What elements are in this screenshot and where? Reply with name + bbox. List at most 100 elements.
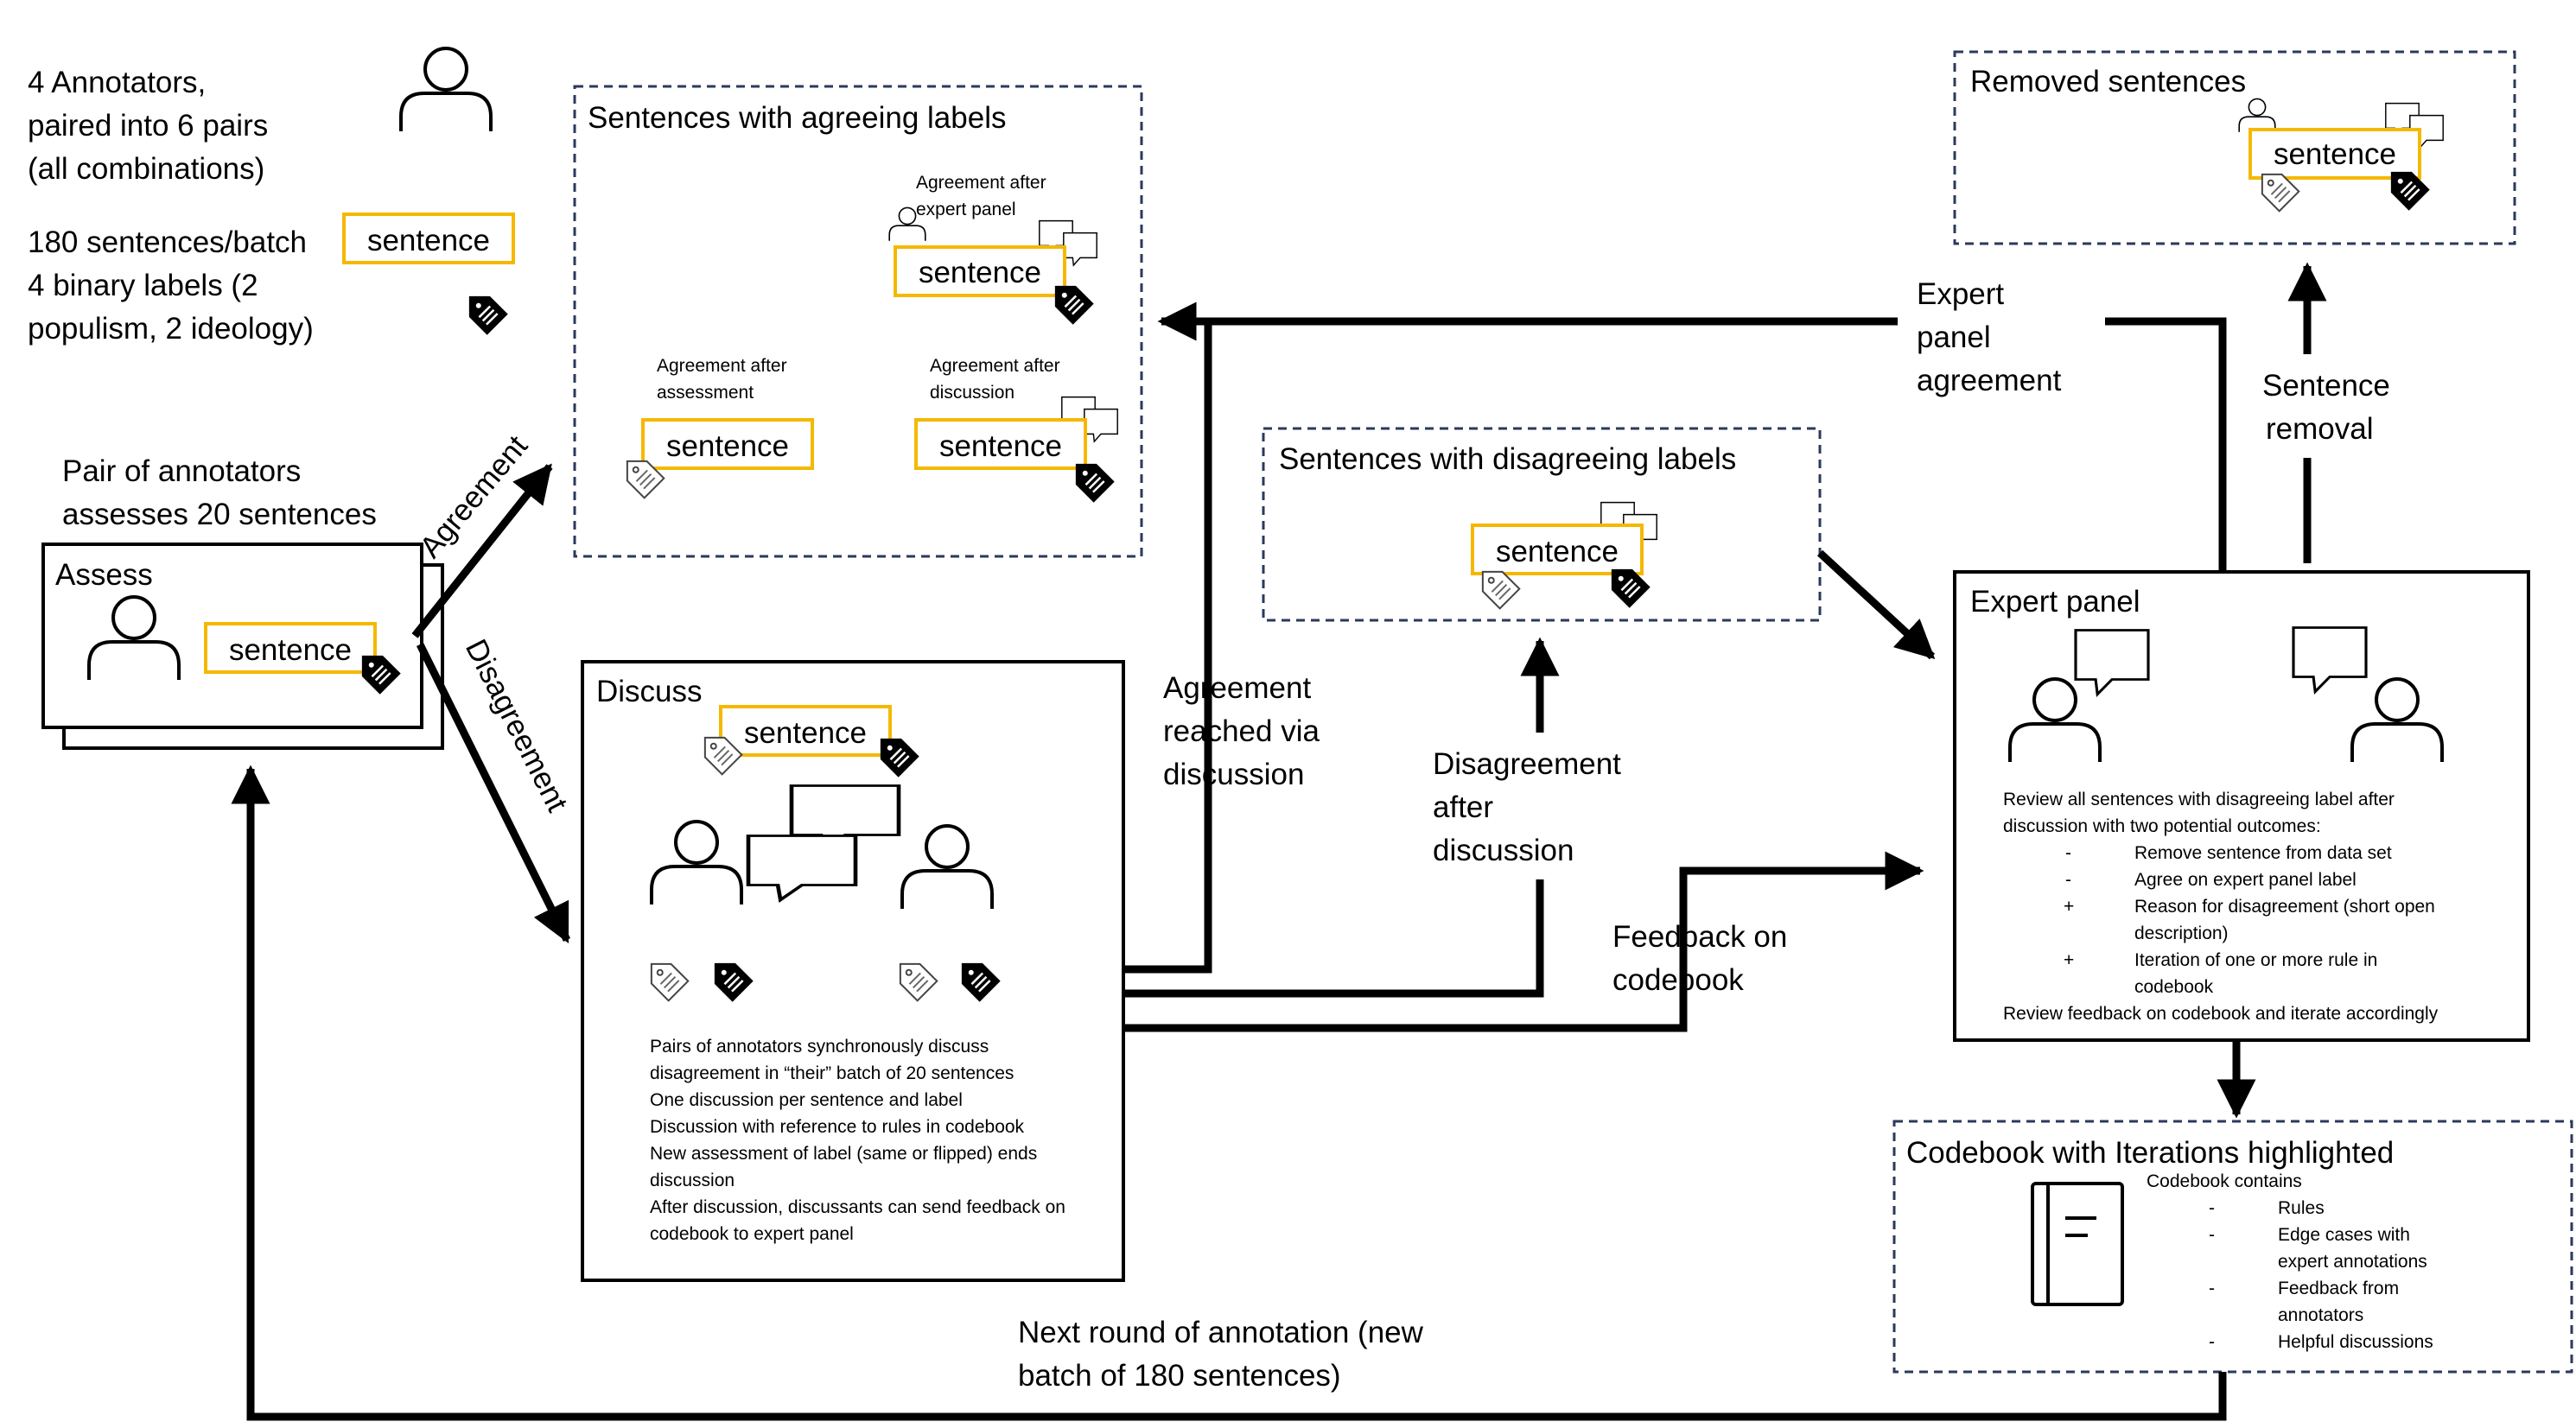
agreement-caption: assessment <box>657 383 754 403</box>
label-bg <box>2247 354 2376 458</box>
discuss-note: Discussion with reference to rules in co… <box>650 1117 1025 1137</box>
sentence-label: sentence <box>2274 137 2396 171</box>
sentence-label: sentence <box>666 429 789 463</box>
agreement-caption: Agreement after <box>916 173 1046 193</box>
agreeing-labels-box <box>573 85 1143 558</box>
discuss-note: Pairs of annotators synchronously discus… <box>650 1037 989 1057</box>
agreement-caption: expert panel <box>916 200 1016 219</box>
codebook-box <box>1892 1120 2573 1374</box>
expert-item: Iteration of one or more rule in <box>2134 950 2377 970</box>
sentence-box <box>914 418 1087 470</box>
agreeing-title: Sentences with agreeing labels <box>588 101 1006 135</box>
assess-title: Assess <box>55 558 153 592</box>
codebook-bullet: - <box>2209 1225 2215 1245</box>
expert-bullet: - <box>2065 843 2071 863</box>
expert-notes: Review all sentences with disagreeing la… <box>2003 790 2439 1024</box>
sentence-label: sentence <box>1496 535 1619 568</box>
codebook-title: Codebook with Iterations highlighted <box>1906 1136 2394 1170</box>
intro-line: 4 Annotators, <box>28 66 206 99</box>
speech-bubble-icon <box>1063 232 1097 266</box>
sentence-label: sentence <box>367 224 490 257</box>
codebook-item: Helpful discussions <box>2278 1332 2433 1352</box>
disagreement-label: Disagreement <box>459 634 575 817</box>
discuss-note: One discussion per sentence and label <box>650 1090 963 1110</box>
discuss-notes: Pairs of annotators synchronously discus… <box>650 1037 1065 1244</box>
expert-note: Review feedback on codebook and iterate … <box>2003 1004 2439 1024</box>
expert-item: Agree on expert panel label <box>2134 870 2357 890</box>
expert-bullet: - <box>2065 870 2071 890</box>
expert-title: Expert panel <box>1970 585 2140 619</box>
agreement-via-discussion-label: reached via <box>1163 714 1320 748</box>
expert-panel-box <box>1953 570 2530 1042</box>
sentence-box <box>204 622 377 674</box>
codebook-item: annotators <box>2278 1305 2363 1325</box>
disagreement-after-discussion-line <box>1123 873 1544 998</box>
removed-sentences-box <box>1953 50 2516 245</box>
expert-note: discussion with two potential outcomes: <box>2003 816 2321 836</box>
discuss-note: New assessment of label (same or flipped… <box>650 1144 1037 1164</box>
agreement-arrow <box>411 463 553 638</box>
agreement-caption: Agreement after <box>930 356 1060 376</box>
agreement-label: Agreement <box>413 429 534 564</box>
sentence-box <box>1471 524 1644 575</box>
disagreeing-labels-box <box>1262 427 1822 622</box>
next-round-label: Next round of annotation (new <box>1018 1316 1424 1349</box>
expert-bullet: + <box>2064 950 2074 970</box>
label-bg <box>1419 733 1644 879</box>
sentence-label: sentence <box>744 716 867 750</box>
sentence-label: sentence <box>919 256 1041 289</box>
sentence-removal-label: Sentence <box>2262 369 2390 403</box>
agreement-via-discussion-label: discussion <box>1163 758 1304 791</box>
discuss-title: Discuss <box>596 675 703 708</box>
label-tag-filled-icon <box>459 286 508 335</box>
expert-item: Reason for disagreement (short open <box>2134 897 2435 917</box>
codebook-notes: Codebook contains - Rules - Edge cases w… <box>2147 1171 2433 1352</box>
agreement-via-discussion-label: Agreement <box>1163 671 1311 705</box>
feedback-codebook-arrow <box>1123 851 1924 1032</box>
intro-line: (all combinations) <box>28 152 264 186</box>
sentence-label: sentence <box>939 429 1062 463</box>
intro-batch: 180 sentences/batch 4 binary labels (2 p… <box>28 225 314 346</box>
sentence-box <box>342 213 515 264</box>
discuss-note: After discussion, discussants can send f… <box>650 1197 1065 1217</box>
expert-agreement-line <box>1208 317 2227 572</box>
expert-item: description) <box>2134 923 2229 943</box>
sentence-box <box>2248 128 2421 180</box>
agreement-via-discussion-arrow <box>1123 301 1212 974</box>
intro-line: 4 binary labels (2 <box>28 269 258 302</box>
sentence-box <box>641 418 814 470</box>
codebook-item: Edge cases with <box>2278 1225 2410 1245</box>
expert-agreement-label: agreement <box>1917 364 2062 397</box>
intro-line: populism, 2 ideology) <box>28 312 314 346</box>
feedback-codebook-label: codebook <box>1612 963 1744 997</box>
sentence-box <box>719 705 892 757</box>
expert-item: codebook <box>2134 977 2214 997</box>
codebook-bullet: - <box>2209 1198 2215 1218</box>
intro-line: 180 sentences/batch <box>28 225 307 259</box>
agreement-caption: discussion <box>930 383 1014 403</box>
next-round-label: batch of 180 sentences) <box>1018 1359 1341 1393</box>
codebook-item: Feedback from <box>2278 1279 2399 1298</box>
assess-caption: assesses 20 sentences <box>62 498 377 531</box>
sentence-label: sentence <box>229 633 352 667</box>
codebook-note: Codebook contains <box>2147 1171 2302 1191</box>
codebook-item: Rules <box>2278 1198 2325 1218</box>
intro-line: paired into 6 pairs <box>28 109 268 143</box>
disagreeing-title: Sentences with disagreeing labels <box>1279 442 1736 476</box>
disagreement-arrow <box>416 642 571 944</box>
person-icon <box>399 47 493 133</box>
person-icon <box>2238 98 2276 133</box>
codebook-item: expert annotations <box>2278 1252 2427 1272</box>
codebook-icon <box>2031 1182 2124 1306</box>
sentence-box <box>894 245 1066 297</box>
codebook-bullet: - <box>2209 1332 2215 1352</box>
disagreement-after-discussion-label: after <box>1433 790 1493 824</box>
expert-note: Review all sentences with disagreeing la… <box>2003 790 2395 809</box>
intro-annotators: 4 Annotators, paired into 6 pairs (all c… <box>28 66 268 186</box>
codebook-bullet: - <box>2209 1279 2215 1298</box>
agreement-caption: Agreement after <box>657 356 787 376</box>
expert-agreement-label: Expert <box>1917 277 2004 311</box>
discuss-note: disagreement in “their” batch of 20 sent… <box>650 1063 1014 1083</box>
label-bg <box>1898 268 2105 406</box>
